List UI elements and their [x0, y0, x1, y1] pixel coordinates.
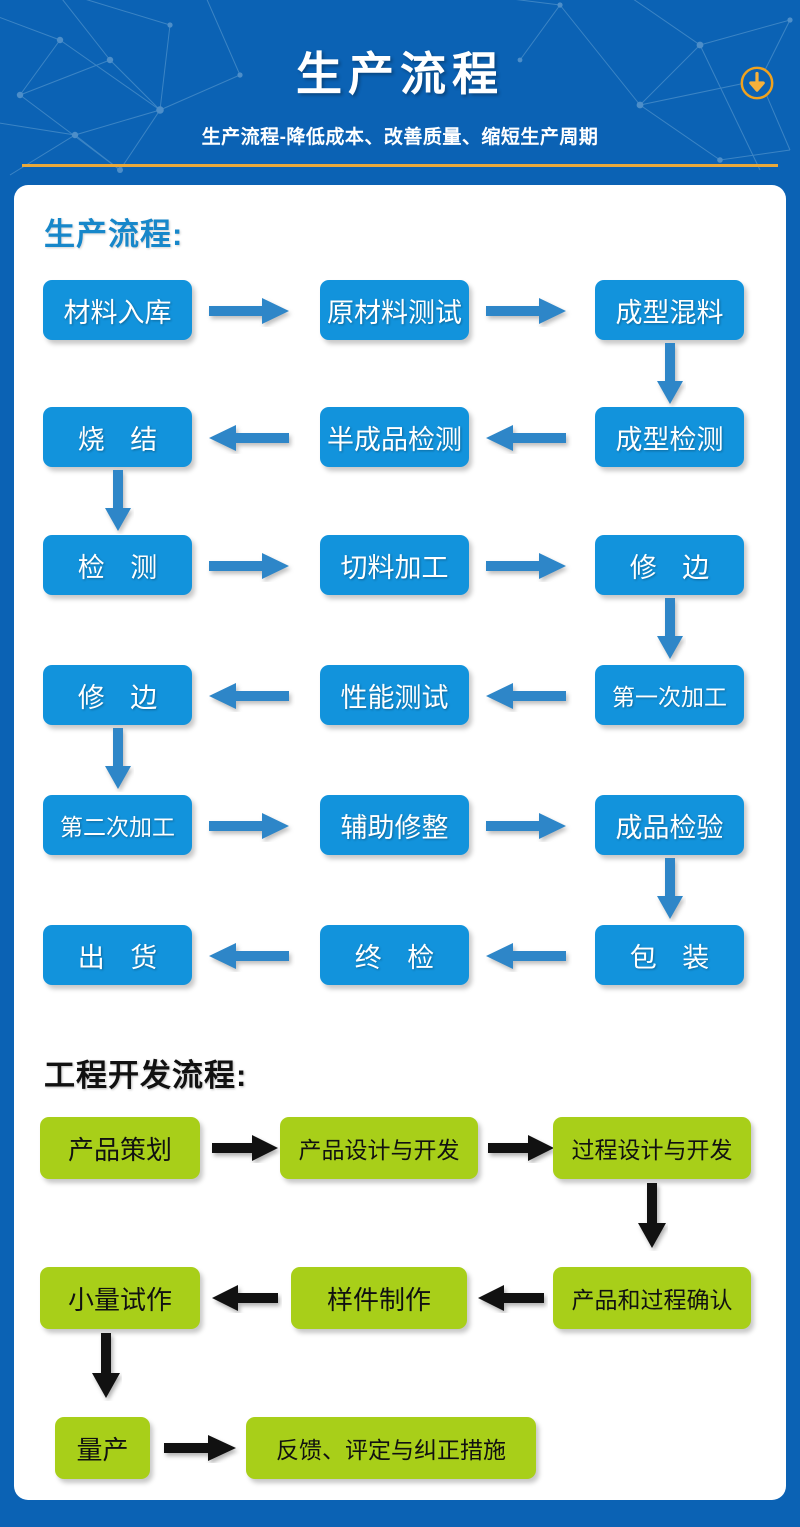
arrow-right-5 — [205, 810, 295, 842]
node-mass-production[interactable]: 量产 — [55, 1417, 150, 1479]
arrow-left-2 — [482, 422, 572, 454]
arrow-green-down-1 — [636, 1181, 668, 1251]
arrow-green-left-1 — [210, 1283, 282, 1313]
node-product-process-validation[interactable]: 产品和过程确认 — [553, 1267, 751, 1329]
arrow-left-4 — [482, 680, 572, 712]
arrow-down-3 — [654, 596, 686, 662]
node-small-batch-trial[interactable]: 小量试作 — [40, 1267, 200, 1329]
node-product-planning[interactable]: 产品策划 — [40, 1117, 200, 1179]
arrow-green-right-2 — [486, 1133, 558, 1163]
node-sintering[interactable]: 烧 结 — [43, 407, 192, 467]
arrow-down-1 — [654, 341, 686, 407]
node-cutting-processing[interactable]: 切料加工 — [320, 535, 469, 595]
arrow-green-down-2 — [90, 1331, 122, 1401]
node-process-design-development[interactable]: 过程设计与开发 — [553, 1117, 751, 1179]
arrow-left-3 — [205, 680, 295, 712]
arrow-left-6 — [482, 940, 572, 972]
arrow-green-right-1 — [210, 1133, 282, 1163]
node-final-inspection[interactable]: 终 检 — [320, 925, 469, 985]
arrow-right-4 — [482, 550, 572, 582]
node-sample-making[interactable]: 样件制作 — [291, 1267, 467, 1329]
node-second-machining[interactable]: 第二次加工 — [43, 795, 192, 855]
arrow-left-5 — [205, 940, 295, 972]
header-divider-rule — [22, 164, 778, 167]
page-header: 生产流程 生产流程-降低成本、改善质量、缩短生产周期 — [0, 0, 800, 185]
node-performance-test[interactable]: 性能测试 — [320, 665, 469, 725]
arrow-down-4 — [102, 726, 134, 792]
arrow-right-1 — [205, 295, 295, 327]
node-forming-inspection[interactable]: 成型检测 — [595, 407, 744, 467]
arrow-right-3 — [205, 550, 295, 582]
download-circle-icon[interactable] — [738, 64, 776, 102]
node-packaging[interactable]: 包 装 — [595, 925, 744, 985]
content-card: 生产流程: 材料入库 原材料测试 成型混料 烧 结 半成品检 — [14, 185, 786, 1500]
node-trimming-2[interactable]: 修 边 — [43, 665, 192, 725]
section-title-engineering: 工程开发流程: — [44, 1058, 248, 1093]
node-first-machining[interactable]: 第一次加工 — [595, 665, 744, 725]
node-semi-finished-inspection[interactable]: 半成品检测 — [320, 407, 469, 467]
arrow-down-2 — [102, 468, 134, 534]
arrow-right-2 — [482, 295, 572, 327]
node-feedback-assessment-corrective[interactable]: 反馈、评定与纠正措施 — [246, 1417, 536, 1479]
arrow-left-1 — [205, 422, 295, 454]
arrow-green-right-3 — [162, 1433, 240, 1463]
node-raw-material-test[interactable]: 原材料测试 — [320, 280, 469, 340]
arrow-right-6 — [482, 810, 572, 842]
node-forming-mixing[interactable]: 成型混料 — [595, 280, 744, 340]
arrow-down-5 — [654, 856, 686, 922]
node-finished-product-inspection[interactable]: 成品检验 — [595, 795, 744, 855]
node-shipping[interactable]: 出 货 — [43, 925, 192, 985]
node-inspection[interactable]: 检 测 — [43, 535, 192, 595]
node-material-warehousing[interactable]: 材料入库 — [43, 280, 192, 340]
node-trimming-1[interactable]: 修 边 — [595, 535, 744, 595]
network-pattern-decoration — [0, 0, 793, 176]
arrow-green-left-2 — [476, 1283, 548, 1313]
node-product-design-development[interactable]: 产品设计与开发 — [280, 1117, 478, 1179]
section-title-production: 生产流程: — [44, 217, 184, 252]
footer-strip — [0, 1500, 800, 1527]
page-subtitle: 生产流程-降低成本、改善质量、缩短生产周期 — [201, 127, 599, 148]
page-title: 生产流程 — [296, 48, 504, 100]
node-auxiliary-trimming[interactable]: 辅助修整 — [320, 795, 469, 855]
